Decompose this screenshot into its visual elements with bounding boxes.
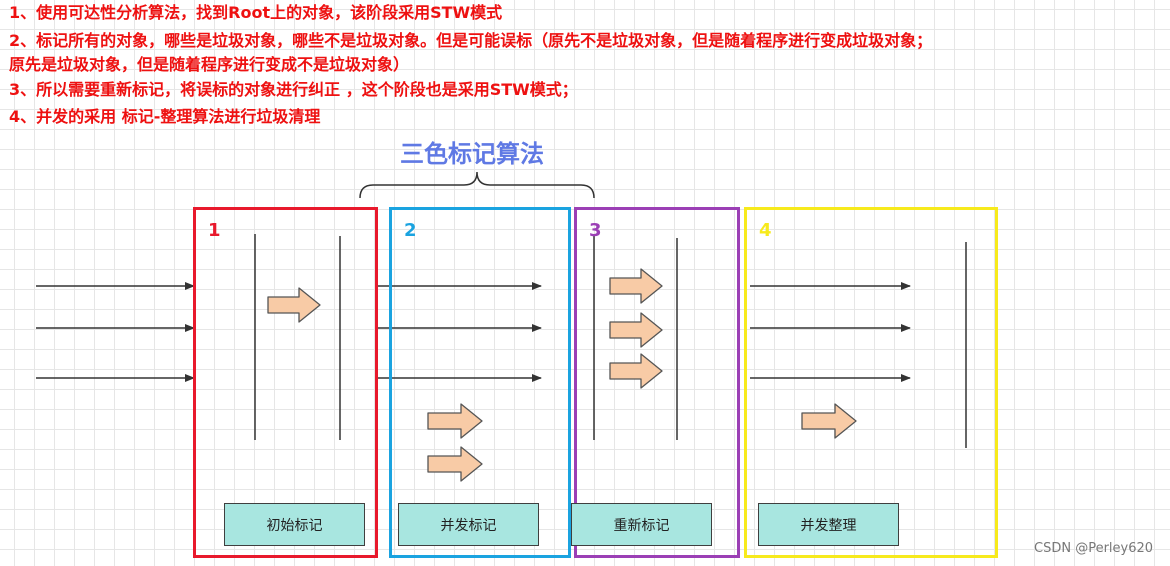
block-arrow-5	[609, 312, 663, 348]
watermark: CSDN @Perley620	[1034, 541, 1154, 556]
block-arrow-4	[609, 268, 663, 304]
block-arrow-7	[801, 403, 857, 439]
note-line-3: 原先是垃圾对象，但是随着程序进行变成不是垃圾对象）	[9, 55, 410, 74]
vertical-lines	[254, 234, 967, 448]
phase-number-3: 3	[589, 220, 602, 241]
diagram-title: 三色标记算法	[400, 140, 544, 168]
stage-label-remark: 重新标记	[571, 503, 712, 546]
phase2-arrows	[377, 282, 542, 382]
note-line-4: 3、所以需要重新标记，将误标的对象进行纠正 ，这个阶段也是采用STW模式；	[9, 80, 578, 99]
block-arrow-3	[427, 446, 483, 482]
block-arrow-2	[427, 403, 483, 439]
block-arrow-1	[267, 287, 321, 323]
phase-number-4: 4	[759, 220, 772, 241]
note-line-2: 2、标记所有的对象，哪些是垃圾对象，哪些不是垃圾对象。但是可能误标（原先不是垃圾…	[9, 31, 933, 50]
phase-box-4: 4	[744, 207, 998, 558]
phase4-arrows	[750, 282, 911, 382]
phase-box-3: 3	[574, 207, 740, 558]
phase-box-1: 1	[193, 207, 378, 558]
stage-label-initial-mark: 初始标记	[224, 503, 365, 546]
block-arrow-6	[609, 353, 663, 389]
block-arrows	[267, 268, 857, 482]
stage-label-concurrent-mark: 并发标记	[398, 503, 539, 546]
curly-brace	[359, 171, 595, 199]
phase-number-1: 1	[208, 220, 221, 241]
stage-label-concurrent-compact: 并发整理	[758, 503, 899, 546]
note-line-1: 1、使用可达性分析算法，找到Root上的对象，该阶段采用STW模式	[9, 3, 503, 22]
note-line-5: 4、并发的采用 标记-整理算法进行垃圾清理	[9, 107, 321, 126]
phase-box-2: 2	[389, 207, 571, 558]
incoming-arrows	[36, 282, 195, 382]
phase-number-2: 2	[404, 220, 417, 241]
